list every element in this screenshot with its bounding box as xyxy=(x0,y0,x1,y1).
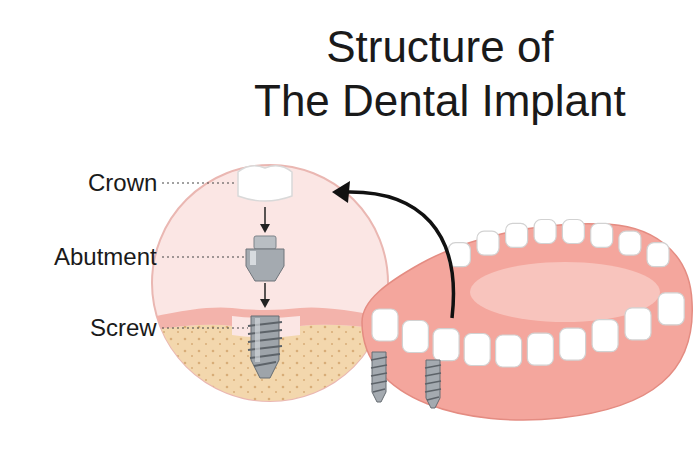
assembly-arrow xyxy=(264,283,266,301)
tooth xyxy=(591,223,613,247)
leader-line xyxy=(162,256,244,257)
tooth xyxy=(477,231,499,255)
tooth xyxy=(402,321,428,353)
tooth xyxy=(534,220,556,244)
part-label: Crown xyxy=(88,169,157,197)
tooth xyxy=(658,293,684,325)
tooth xyxy=(619,231,641,255)
tooth xyxy=(506,223,528,247)
tooth xyxy=(592,320,618,352)
tooth xyxy=(560,328,586,360)
implant-screw xyxy=(248,316,282,378)
tooth xyxy=(464,334,490,366)
abutment-top xyxy=(254,236,276,249)
denture-gum xyxy=(362,224,692,420)
zoom-arrow xyxy=(345,192,453,318)
leader-line xyxy=(162,182,236,183)
tooth xyxy=(372,309,398,341)
tooth xyxy=(433,329,459,361)
part-label: Abutment xyxy=(54,243,157,271)
zoom-arrowhead xyxy=(332,181,350,203)
tooth xyxy=(647,243,669,267)
jaw-implant-screw xyxy=(371,352,441,408)
diagram-title: Structure of The Dental Implant xyxy=(254,20,626,128)
assembly-arrowhead xyxy=(260,224,270,233)
assembly-arrowhead xyxy=(260,299,270,308)
tooth xyxy=(496,335,522,367)
assembly-arrow xyxy=(264,207,266,226)
denture-teeth xyxy=(372,220,684,368)
tooth xyxy=(625,308,651,340)
leader-line xyxy=(162,327,248,328)
abutment-body xyxy=(246,249,284,281)
tooth xyxy=(562,220,584,244)
tooth xyxy=(527,333,553,365)
crown xyxy=(238,166,292,201)
part-label: Screw xyxy=(90,314,157,342)
